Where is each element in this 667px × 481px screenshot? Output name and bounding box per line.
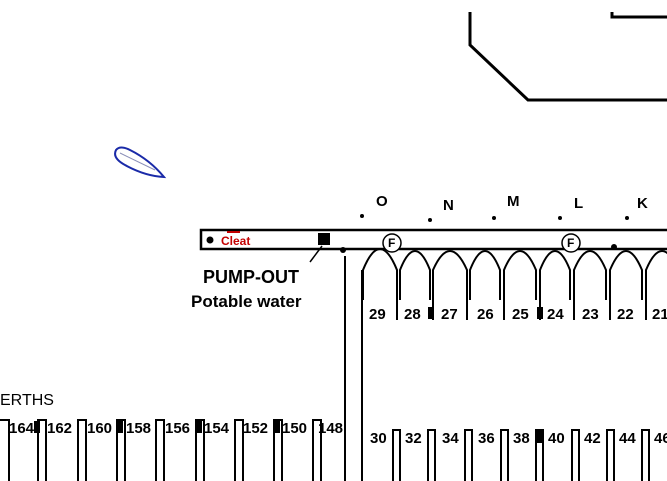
berth-number: 158 bbox=[126, 420, 152, 437]
cleat-label: Cleat bbox=[221, 234, 251, 248]
lane-letter-n: N bbox=[443, 197, 454, 214]
lane-letter-m: M bbox=[507, 193, 520, 210]
upper-slips bbox=[362, 248, 667, 320]
fuel-label: F bbox=[388, 236, 396, 250]
fuel-icon bbox=[561, 233, 581, 253]
pier-dot-right bbox=[611, 244, 617, 250]
fuel-icon bbox=[382, 233, 402, 253]
berth-number: 34 bbox=[442, 430, 459, 447]
berth-number: 150 bbox=[282, 420, 308, 437]
berth-number: 28 bbox=[404, 306, 421, 323]
berth-number: 40 bbox=[548, 430, 565, 447]
berth-number: 156 bbox=[165, 420, 191, 437]
berth-number: 42 bbox=[584, 430, 601, 447]
building-outline-right bbox=[610, 12, 667, 19]
berth-number: 162 bbox=[47, 420, 73, 437]
berth-number: 160 bbox=[87, 420, 113, 437]
potable-water-label: Potable water bbox=[191, 292, 302, 311]
berth-number: 29 bbox=[369, 306, 386, 323]
fuel-label: F bbox=[567, 236, 575, 250]
berth-number: 30 bbox=[370, 430, 387, 447]
lane-letter-k: K bbox=[637, 195, 648, 212]
pumpout-leader bbox=[309, 245, 323, 263]
pumpout-marker bbox=[318, 233, 330, 245]
berth-number: 38 bbox=[513, 430, 530, 447]
pumpout-label: PUMP-OUT bbox=[203, 267, 299, 287]
berth-number: 24 bbox=[547, 306, 564, 323]
berth-number: 36 bbox=[478, 430, 495, 447]
berth-number: 26 bbox=[477, 306, 494, 323]
berth-number: 148 bbox=[318, 420, 344, 437]
lower-right-slips bbox=[392, 429, 650, 481]
berth-number: 21 bbox=[652, 306, 667, 323]
berth-number: 27 bbox=[441, 306, 458, 323]
berth-number: 46 bbox=[654, 430, 667, 447]
berth-number: 22 bbox=[617, 306, 634, 323]
building-outline bbox=[468, 12, 667, 102]
berth-number: 164 bbox=[9, 420, 35, 437]
berth-number: 44 bbox=[619, 430, 636, 447]
lane-letter-l: L bbox=[574, 195, 584, 212]
berth-number: 32 bbox=[405, 430, 422, 447]
main-pier bbox=[199, 228, 667, 251]
lane-letter-o: O bbox=[376, 193, 388, 210]
lower-left-slips bbox=[0, 419, 322, 481]
berth-number: 152 bbox=[243, 420, 269, 437]
berths-title: ERTHS bbox=[0, 392, 54, 409]
pier-dot bbox=[340, 247, 346, 253]
pier-end-dot bbox=[206, 236, 214, 244]
boat-icon bbox=[114, 146, 167, 179]
berth-number: 25 bbox=[512, 306, 529, 323]
berth-number: 23 bbox=[582, 306, 599, 323]
berth-number: 154 bbox=[204, 420, 230, 437]
